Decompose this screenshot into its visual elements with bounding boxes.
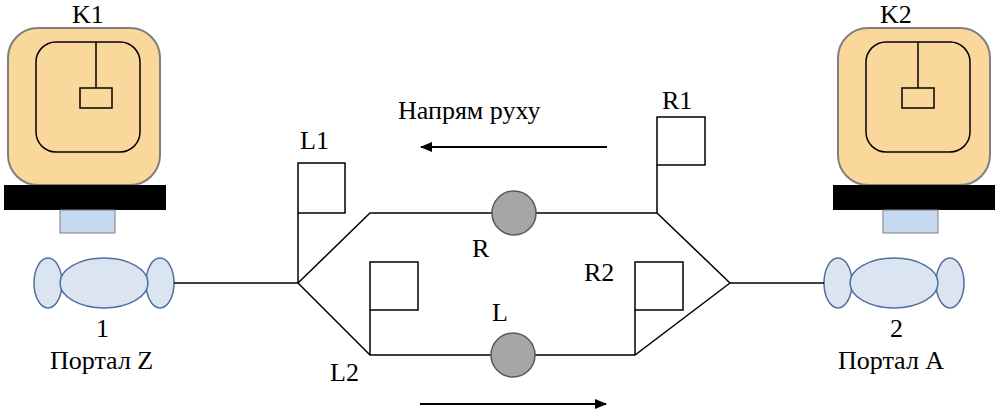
trolley-r — [492, 191, 536, 235]
trolley-label: L — [492, 298, 508, 328]
direction-arrow — [420, 403, 606, 405]
machine-label: K1 — [72, 0, 104, 30]
track-lines — [174, 117, 824, 355]
direction-label: Напрям руху — [398, 96, 540, 126]
portal-label: Портал A — [838, 346, 944, 376]
machine-label: K2 — [880, 0, 912, 30]
callout-number: 1 — [96, 314, 109, 344]
machine-k2 — [824, 28, 995, 308]
signal-label: L2 — [330, 358, 359, 388]
direction-arrow — [421, 146, 607, 148]
portal-label: Портал Z — [50, 346, 153, 376]
trolley-l — [491, 333, 535, 377]
trolley-label: R — [472, 234, 489, 264]
signal-label: R1 — [662, 86, 692, 116]
machine-k1 — [4, 28, 174, 308]
signal-label: R2 — [584, 258, 614, 288]
callout-number: 2 — [890, 314, 903, 344]
signal-label: L1 — [300, 126, 329, 156]
